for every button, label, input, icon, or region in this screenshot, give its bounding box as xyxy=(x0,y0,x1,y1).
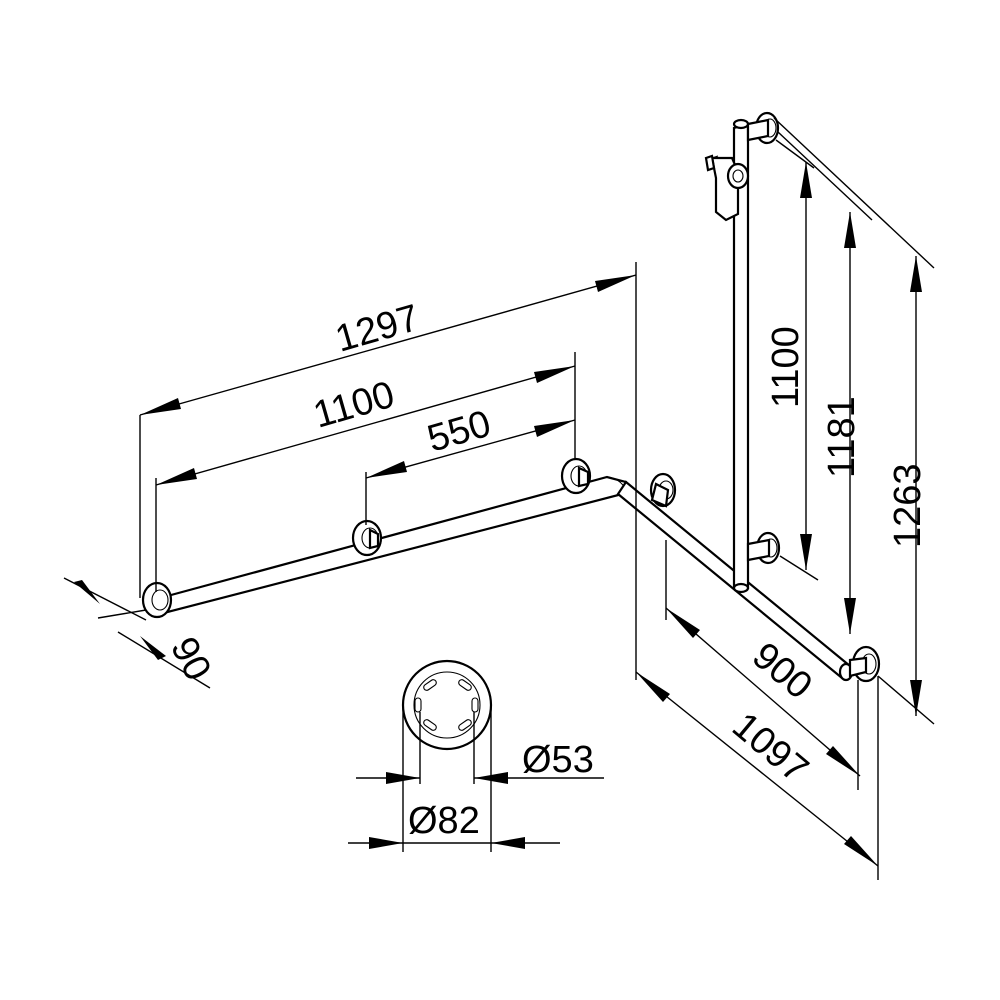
dimension-diameter-82: Ø82 xyxy=(348,705,560,852)
dim-label-90: 90 xyxy=(162,631,219,688)
dim-label-1100-horizontal: 1100 xyxy=(309,374,399,437)
dim-label-550: 550 xyxy=(423,403,496,461)
dimension-diameter-53: Ø53 xyxy=(356,712,604,784)
horizontal-grab-rail xyxy=(152,475,632,616)
wall-rosette-front-end xyxy=(848,645,881,683)
rosette-detail-view xyxy=(401,659,493,751)
wall-rosette-corner xyxy=(649,472,677,508)
dim-label-1297: 1297 xyxy=(331,297,424,361)
dimension-1100-horizontal: 1100 xyxy=(155,352,576,592)
wall-rosette-left-end xyxy=(141,581,173,619)
dim-label-diameter-82: Ø82 xyxy=(408,800,480,842)
shower-head-holder xyxy=(704,154,750,222)
dim-label-1097: 1097 xyxy=(724,705,816,792)
wall-rosette-bottom xyxy=(746,531,781,565)
dim-label-1263: 1263 xyxy=(887,463,929,548)
dim-label-diameter-53: Ø53 xyxy=(522,739,594,781)
dim-label-1100-vertical: 1100 xyxy=(765,326,807,408)
dimension-1097: 1097 xyxy=(635,671,879,880)
wall-rosette-top xyxy=(746,111,780,145)
rosette-mounting-slots xyxy=(414,679,479,731)
dimension-1100-vertical: 1100 xyxy=(765,139,819,581)
vertical-grab-rail xyxy=(732,118,750,594)
dim-label-1181: 1181 xyxy=(821,396,863,478)
wall-rosette-middle xyxy=(351,519,383,557)
wall-rosette-right xyxy=(560,457,592,495)
dimension-1181: 1181 xyxy=(777,131,873,634)
dimension-1263: 1263 xyxy=(773,117,935,725)
